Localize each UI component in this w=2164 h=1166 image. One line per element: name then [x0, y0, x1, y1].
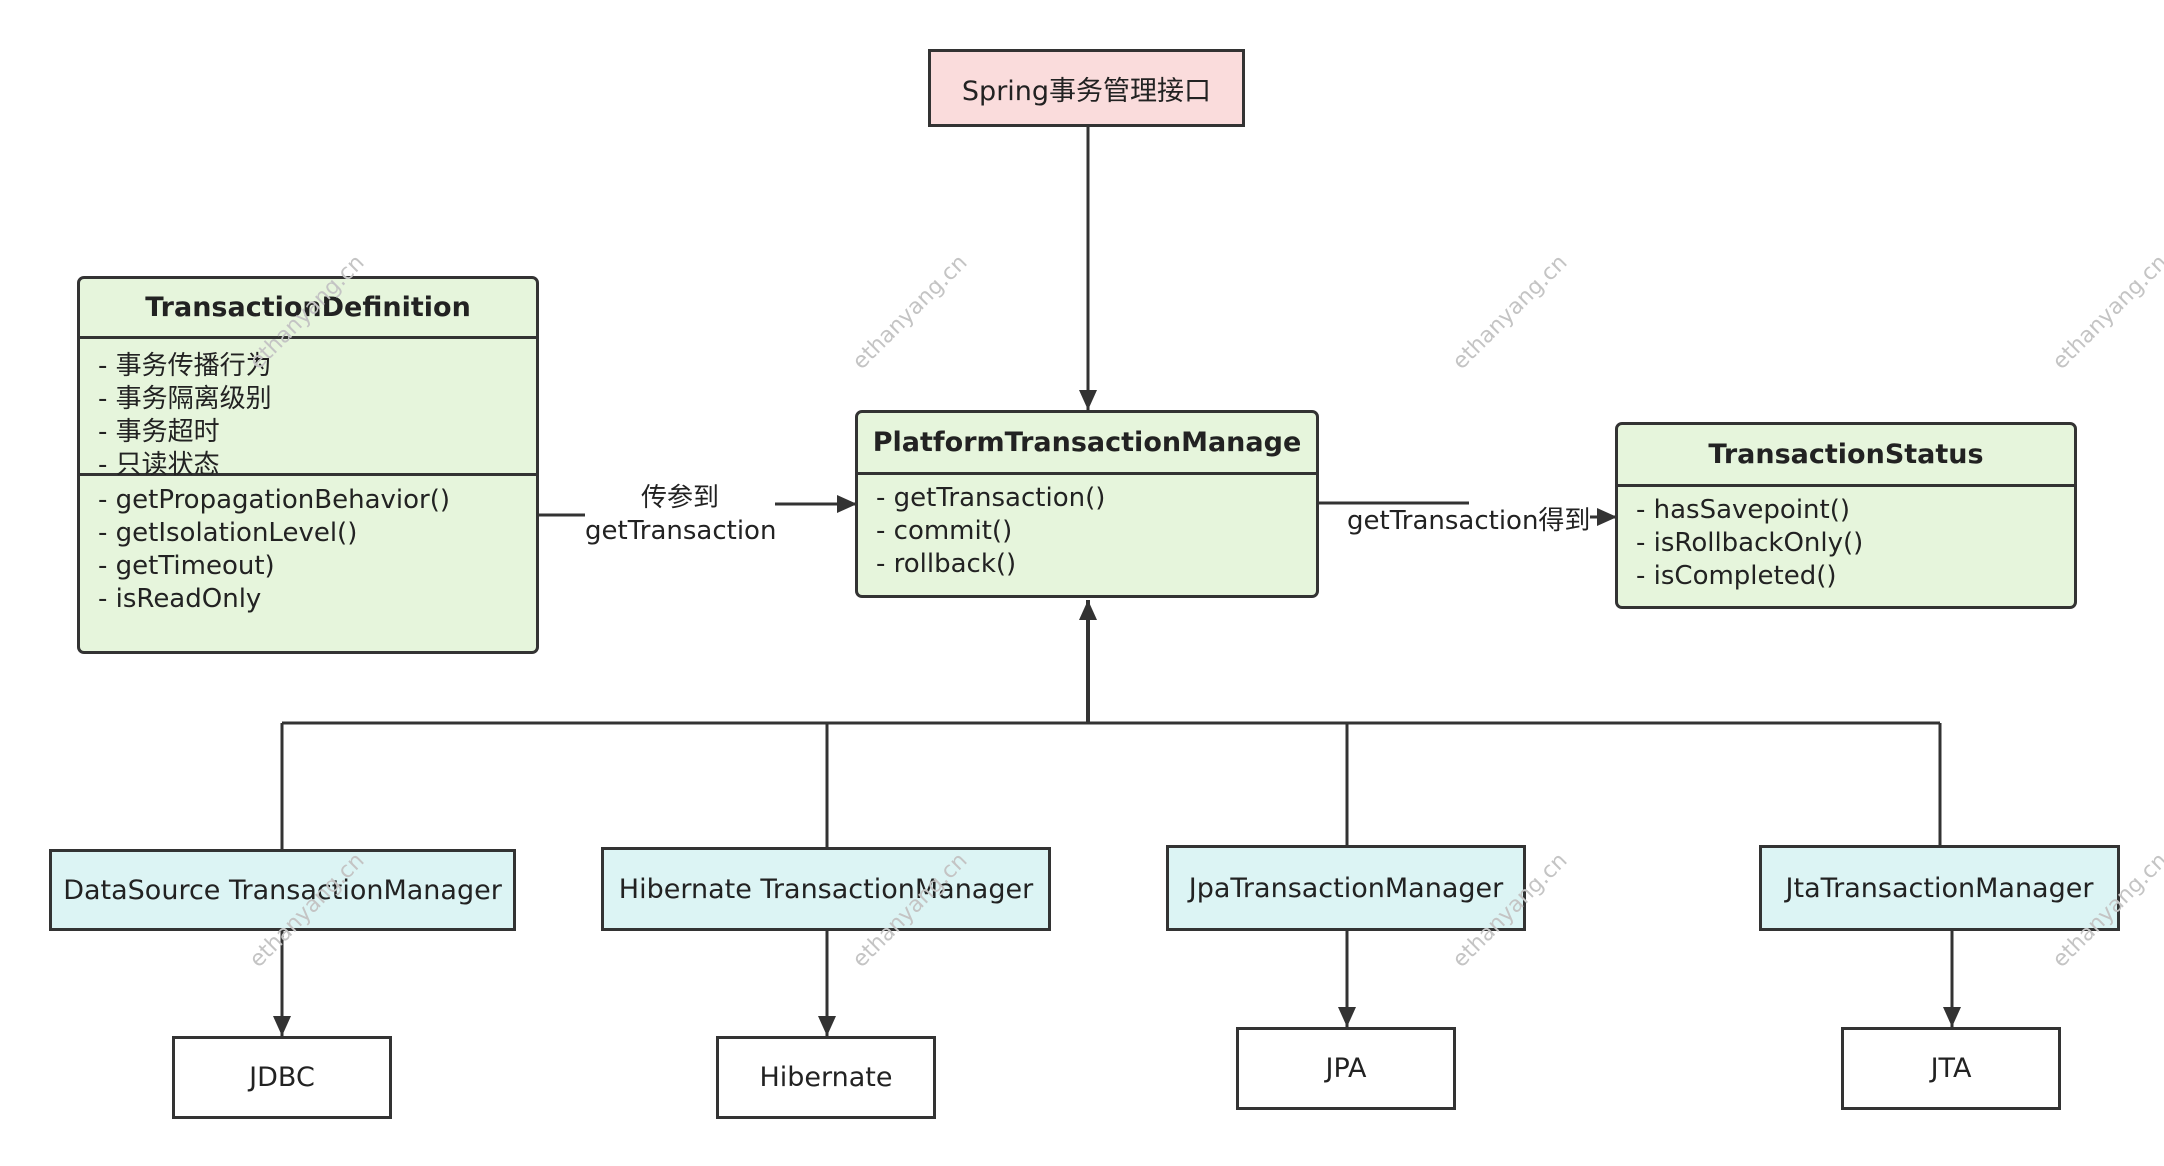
hibernate-box: Hibernate: [716, 1036, 936, 1119]
status-method: - isRollbackOnly(): [1636, 528, 1864, 558]
param-label-line2: getTransaction: [585, 516, 777, 546]
jpa-transaction-manager-box: JpaTransactionManager: [1166, 845, 1526, 931]
definition-method: - getPropagationBehavior(): [98, 485, 451, 515]
jta-box: JTA: [1841, 1027, 2061, 1110]
definition-attribute: - 事务隔离级别: [98, 384, 272, 414]
status-method: - hasSavepoint(): [1636, 495, 1851, 525]
target-label: JPA: [1325, 1053, 1367, 1084]
manager-method: - rollback(): [876, 549, 1017, 579]
platform-transaction-manager-methods: - getTransaction() - commit() - rollback…: [858, 475, 1316, 581]
definition-attribute: - 事务传播行为: [98, 351, 272, 381]
jdbc-box: JDBC: [172, 1036, 392, 1119]
definition-method: - getTimeout): [98, 551, 275, 581]
transaction-status-title: TransactionStatus: [1618, 425, 2074, 487]
target-label: Hibernate: [759, 1062, 893, 1093]
transaction-definition-methods: - getPropagationBehavior() - getIsolatio…: [80, 473, 536, 616]
definition-method: - isReadOnly: [98, 584, 262, 614]
result-edge-label: getTransaction得到: [1347, 505, 1591, 538]
transaction-definition-attributes: - 事务传播行为 - 事务隔离级别 - 事务超时 - 只读状态: [80, 339, 536, 480]
transaction-definition-title: TransactionDefinition: [80, 279, 536, 339]
root-label: Spring事务管理接口: [961, 75, 1212, 107]
status-method: - isCompleted(): [1636, 561, 1837, 591]
param-edge-label: 传参到 getTransaction: [585, 482, 777, 548]
transaction-definition-class: TransactionDefinition - 事务传播行为 - 事务隔离级别 …: [77, 276, 539, 654]
platform-transaction-manager-title: PlatformTransactionManage: [858, 413, 1316, 475]
target-label: JDBC: [249, 1062, 315, 1093]
spring-transaction-interface-box: Spring事务管理接口: [928, 49, 1245, 127]
hibernate-transaction-manager-box: Hibernate TransactionManager: [601, 847, 1051, 931]
jta-transaction-manager-box: JtaTransactionManager: [1759, 845, 2120, 931]
manager-method: - commit(): [876, 516, 1013, 546]
definition-attribute: - 事务超时: [98, 417, 220, 447]
impl-label: JpaTransactionManager: [1188, 872, 1504, 904]
transaction-status-methods: - hasSavepoint() - isRollbackOnly() - is…: [1618, 487, 2074, 593]
impl-label: DataSource TransactionManager: [63, 874, 502, 906]
target-label: JTA: [1930, 1053, 1972, 1084]
definition-method: - getIsolationLevel(): [98, 518, 358, 548]
impl-label: Hibernate TransactionManager: [618, 873, 1034, 905]
datasource-transaction-manager-box: DataSource TransactionManager: [49, 849, 516, 931]
definition-attribute: - 只读状态: [98, 450, 220, 480]
manager-method: - getTransaction(): [876, 483, 1106, 513]
transaction-status-class: TransactionStatus - hasSavepoint() - isR…: [1615, 422, 2077, 609]
param-label-line1: 传参到: [640, 483, 719, 513]
jpa-box: JPA: [1236, 1027, 1456, 1110]
platform-transaction-manager-class: PlatformTransactionManage - getTransacti…: [855, 410, 1319, 598]
impl-label: JtaTransactionManager: [1785, 872, 2094, 904]
